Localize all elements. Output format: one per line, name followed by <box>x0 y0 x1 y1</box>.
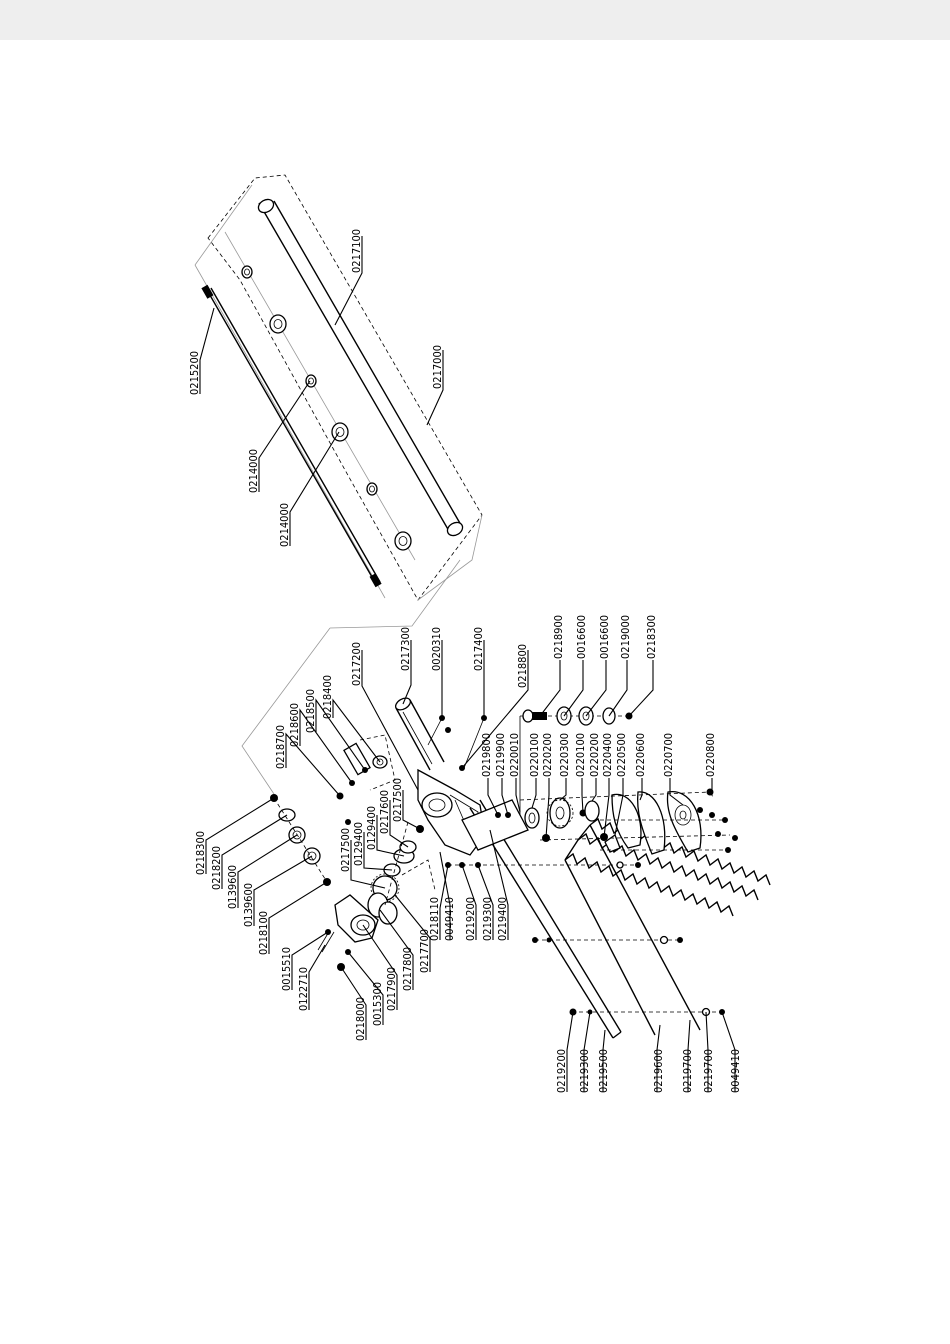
label-0217800: 0217800 <box>401 947 414 991</box>
top-header-bar <box>0 0 950 40</box>
label-0220700: 0220700 <box>662 733 675 777</box>
label-0020310: 0020310 <box>430 627 443 671</box>
label-0122710: 0122710 <box>297 967 310 1011</box>
crank-gear-train <box>495 788 738 855</box>
label-0218100: 0218100 <box>257 911 270 955</box>
label-0015300: 0015300 <box>371 982 384 1026</box>
label-0218600: 0218600 <box>288 703 301 747</box>
label-0049410-mid: 0049410 <box>443 897 456 941</box>
label-0129400-a: 0129400 <box>365 806 378 850</box>
label-0220100-a: 0220100 <box>528 733 541 777</box>
label-0219500: 0219500 <box>597 1049 610 1093</box>
label-0219700-a: 0219700 <box>681 1049 694 1093</box>
label-0220200-b: 0220200 <box>588 733 601 777</box>
label-0219200-bottom: 0219200 <box>555 1049 568 1093</box>
label-0016600-b: 0016600 <box>598 615 611 659</box>
label-0220500: 0220500 <box>615 733 628 777</box>
label-0218900: 0218900 <box>552 615 565 659</box>
drive-shaft <box>201 284 382 588</box>
label-0218200: 0218200 <box>210 846 223 890</box>
label-0129400-b: 0129400 <box>352 822 365 866</box>
label-0218700: 0218700 <box>274 725 287 769</box>
label-0218110: 0218110 <box>428 897 441 941</box>
label-0220100-b: 0220100 <box>574 733 587 777</box>
label-0217200: 0217200 <box>350 642 363 686</box>
shaft-tube-group <box>194 174 483 601</box>
label-0217400: 0217400 <box>472 627 485 671</box>
gear-head-group <box>205 559 771 1092</box>
label-0220300: 0220300 <box>558 733 571 777</box>
label-0049410-bottom: 0049410 <box>729 1049 742 1093</box>
label-0218500: 0218500 <box>304 689 317 733</box>
label-0217100-tube: 0217100 <box>350 229 363 273</box>
label-0218400: 0218400 <box>321 675 334 719</box>
label-0217000-tube-cover: 0217000 <box>431 345 444 389</box>
hedge-blades <box>564 817 771 1036</box>
drive-tube <box>257 198 464 537</box>
label-0139600-b: 0139600 <box>242 883 255 927</box>
small-parts-left <box>270 794 331 886</box>
label-0219900: 0219900 <box>494 733 507 777</box>
label-0215200-shaft: 0215200 <box>188 351 201 395</box>
gear-stack <box>367 821 436 925</box>
label-0139600-a: 0139600 <box>226 865 239 909</box>
label-0218300-right: 0218300 <box>645 615 658 659</box>
label-0220400: 0220400 <box>601 733 614 777</box>
label-0219700-b: 0219700 <box>702 1049 715 1093</box>
label-0220200-a: 0220200 <box>541 733 554 777</box>
label-0217500-b: 0217500 <box>339 828 352 872</box>
label-0220800: 0220800 <box>704 733 717 777</box>
leader-lines <box>205 640 736 1092</box>
label-0220600: 0220600 <box>634 733 647 777</box>
label-0218000: 0218000 <box>354 997 367 1041</box>
label-0220010: 0220010 <box>508 733 521 777</box>
label-0219300-bottom: 0219300 <box>578 1049 591 1093</box>
blade-bolts <box>445 861 725 1017</box>
gear-housing <box>417 768 486 856</box>
label-0219800: 0219800 <box>480 733 493 777</box>
label-0219400: 0219400 <box>496 897 509 941</box>
label-0219000: 0219000 <box>619 615 632 659</box>
label-0214000-a: 0214000 <box>247 449 260 493</box>
part-labels: 0217100 0217000 0215200 0214000 0214000 … <box>188 229 742 1093</box>
label-0217900: 0217900 <box>385 967 398 1011</box>
label-0015510: 0015510 <box>280 947 293 991</box>
label-0219600: 0219600 <box>652 1049 665 1093</box>
label-0217300: 0217300 <box>399 627 412 671</box>
label-0218300-left: 0218300 <box>194 831 207 875</box>
label-0218800: 0218800 <box>516 644 529 688</box>
label-0016600-a: 0016600 <box>575 615 588 659</box>
label-0217700: 0217700 <box>418 929 431 973</box>
label-0217500-a: 0217500 <box>391 778 404 822</box>
label-0214000-b: 0214000 <box>278 503 291 547</box>
label-0219300-mid: 0219300 <box>481 897 494 941</box>
label-0219200-mid: 0219200 <box>464 897 477 941</box>
label-0217600: 0217600 <box>378 790 391 834</box>
